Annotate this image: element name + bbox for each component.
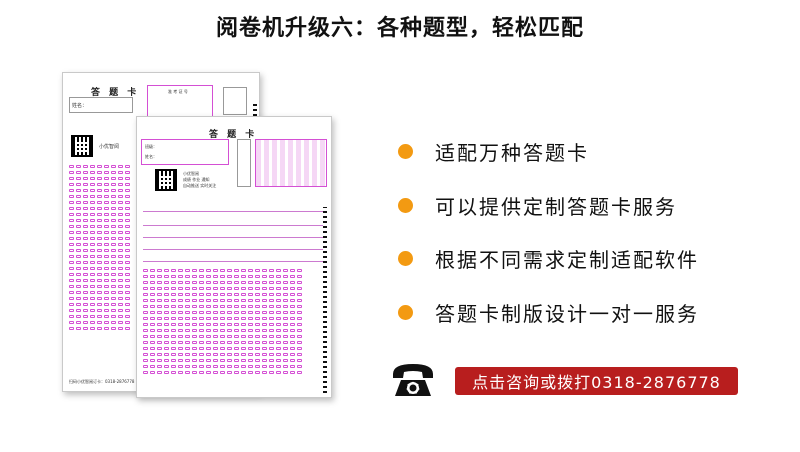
feature-list: 适配万种答题卡 可以提供定制答题卡服务 根据不同需求定制适配软件 答题卡制版设计… [398,138,699,352]
page-title: 阅卷机升级六：各种题型，轻松匹配 [215,16,584,41]
exam-number-label: 准 考 证 号 [168,89,188,94]
answer-line [143,237,323,238]
sheet-front-brand: 小优智阅 [183,171,199,176]
sheet-front-brand-sub1: 成绩 作业 通知 [183,177,210,182]
feature-text: 答题卡制版设计一对一服务 [435,301,699,326]
marker-column [237,139,251,187]
bubble-grid-left [69,165,130,333]
marker-box [223,87,247,115]
answer-line [143,261,323,262]
sheet-back-footer: 扫码小优智阅订卡：0318-2876778 [69,379,135,384]
bullet-dot-icon [398,144,413,159]
qr-code-icon [71,135,93,157]
sheet-back-brand: 小优智阅 [99,144,120,150]
sheet-front-brand-sub2: 自动推送 实时关注 [183,183,217,188]
telephone-icon [393,364,433,396]
answer-line [143,211,323,212]
class-label: 班级： [145,144,157,149]
bullet-dot-icon [398,251,413,266]
student-name-label: 姓名： [145,154,157,159]
sheet-front-title: 答 题 卡 [209,130,258,140]
answer-sheet-front-image: 答 题 卡 班级： 姓名： 小优智阅 成绩 作业 通知 自动推送 实时关注 [136,116,332,398]
name-label: 姓名： [72,103,88,109]
answer-line [143,225,323,226]
student-info-box: 班级： 姓名： [141,139,229,165]
contact-button[interactable]: 点击咨询或拨打0318-2876778 [455,367,738,395]
feature-item: 答题卡制版设计一对一服务 [398,299,699,326]
answer-line [143,249,323,250]
timing-marks [323,207,327,393]
feature-text: 适配万种答题卡 [435,141,589,165]
qr-code-icon [155,169,177,191]
exam-number-grid [255,139,327,187]
bullet-dot-icon [398,197,413,213]
feature-item: 适配万种答题卡 [398,138,699,165]
feature-text: 根据不同需求定制适配软件 [435,248,699,272]
name-box: 姓名： [69,97,133,113]
bubble-grid-front [143,269,302,377]
feature-text: 可以提供定制答题卡服务 [435,194,677,219]
feature-item: 根据不同需求定制适配软件 [398,245,699,272]
feature-item: 可以提供定制答题卡服务 [398,192,699,219]
sheet-back-title: 答 题 卡 [91,88,140,98]
bullet-dot-icon [398,304,413,320]
